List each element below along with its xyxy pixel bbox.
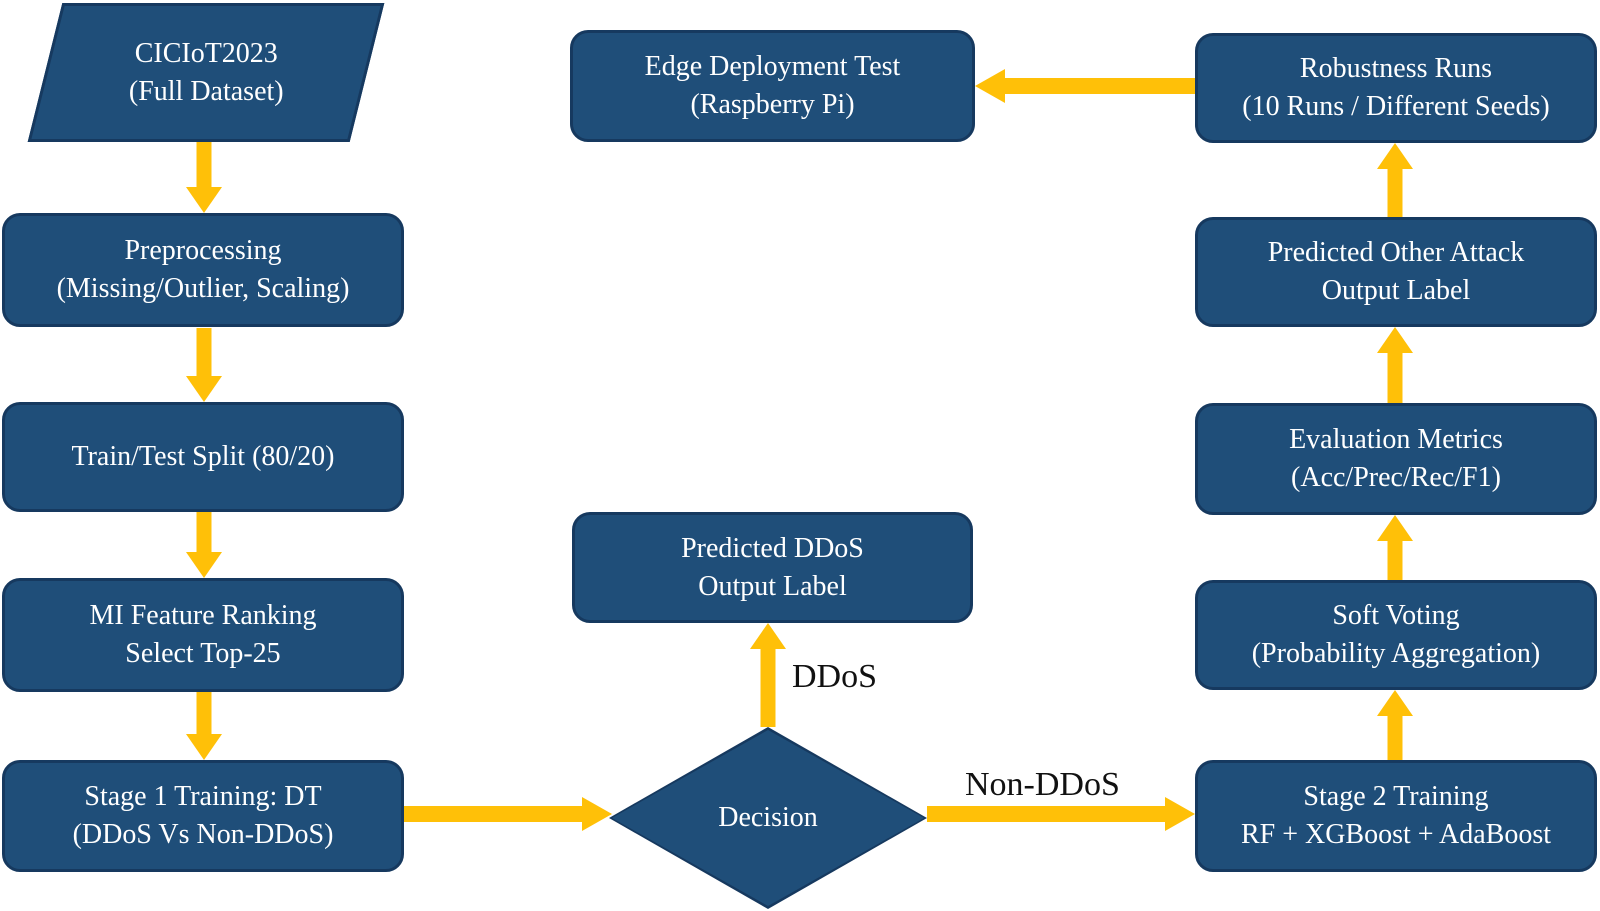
arrow-shaft	[760, 647, 776, 727]
arrow-shaft	[196, 328, 212, 378]
arrow-shaft	[1387, 167, 1403, 217]
node-stage1-training-line1: Stage 1 Training: DT	[84, 781, 322, 812]
node-predicted-other-line1: Predicted Other Attack	[1267, 237, 1525, 268]
node-dataset-content: CICIoT2023 (Full Dataset)	[129, 35, 284, 111]
arrow-shaft	[1387, 539, 1403, 580]
node-robustness-line2: (10 Runs / Different Seeds)	[1242, 91, 1550, 122]
node-predicted-other-attack: Predicted Other Attack Output Label	[1195, 217, 1597, 327]
arrow-dataset-to-preprocessing	[186, 142, 222, 213]
arrow-shaft	[1387, 351, 1403, 403]
arrow-head-up-icon	[1377, 143, 1413, 169]
node-predicted-ddos-line1: Predicted DDoS	[681, 532, 864, 564]
node-preprocessing-line2: (Missing/Outlier, Scaling)	[56, 273, 350, 304]
node-preprocessing-line1: Preprocessing	[124, 235, 282, 266]
node-stage2-training-line1: Stage 2 Training	[1303, 781, 1489, 812]
node-decision-label: Decision	[718, 802, 818, 833]
node-stage2-training: Stage 2 Training RF + XGBoost + AdaBoost	[1195, 760, 1597, 872]
arrow-head-up-icon	[1377, 515, 1413, 541]
arrow-head-right-icon	[582, 797, 612, 831]
arrow-shaft	[196, 512, 212, 554]
node-decision-diamond-fill: Decision	[612, 730, 924, 906]
arrow-shaft	[196, 692, 212, 736]
arrow-shaft	[927, 806, 1169, 822]
arrow-head-up-icon	[1377, 327, 1413, 353]
arrow-stage1-to-decision	[404, 797, 612, 831]
node-predicted-other-line2: Output Label	[1321, 275, 1471, 306]
node-evaluation-metrics: Evaluation Metrics (Acc/Prec/Rec/F1)	[1195, 403, 1597, 515]
edge-label-ddos: DDoS	[792, 658, 878, 695]
arrow-shaft	[1001, 78, 1195, 94]
node-edge-deployment-test: Edge Deployment Test (Raspberry Pi)	[570, 30, 975, 142]
node-soft-voting-line2: (Probability Aggregation)	[1251, 638, 1541, 669]
arrow-shaft	[196, 142, 212, 189]
node-dataset-line1: CICIoT2023	[134, 37, 278, 69]
arrow-head-right-icon	[1165, 797, 1195, 831]
node-mi-ranking-line2: Select Top-25	[125, 638, 281, 669]
arrow-evaluation-to-predicted-other	[1377, 327, 1413, 403]
node-predicted-ddos: Predicted DDoS Output Label	[572, 512, 973, 623]
node-stage1-training-line2: (DDoS Vs Non-DDoS)	[72, 819, 334, 850]
edge-label-non-ddos: Non-DDoS	[965, 766, 1120, 803]
node-decision-diamond: Decision	[609, 727, 927, 909]
arrow-decision-to-predicted-ddos	[750, 623, 786, 727]
node-mi-ranking-line1: MI Feature Ranking	[89, 600, 317, 631]
node-edge-deployment-line1: Edge Deployment Test	[644, 51, 901, 82]
node-soft-voting-line1: Soft Voting	[1332, 600, 1460, 631]
node-edge-deployment-line2: (Raspberry Pi)	[690, 89, 855, 120]
node-train-test-split: Train/Test Split (80/20)	[2, 402, 404, 512]
node-evaluation-line1: Evaluation Metrics	[1289, 424, 1503, 455]
node-train-test-split-line1: Train/Test Split (80/20)	[71, 441, 335, 472]
arrow-head-down-icon	[186, 552, 222, 578]
node-robustness-line1: Robustness Runs	[1299, 53, 1493, 84]
node-soft-voting: Soft Voting (Probability Aggregation)	[1195, 580, 1597, 690]
arrow-head-down-icon	[186, 376, 222, 402]
arrow-decision-to-stage2	[927, 797, 1195, 831]
node-predicted-ddos-line2: Output Label	[698, 570, 847, 602]
node-stage1-training: Stage 1 Training: DT (DDoS Vs Non-DDoS)	[2, 760, 404, 872]
arrow-head-left-icon	[975, 69, 1005, 103]
node-preprocessing: Preprocessing (Missing/Outlier, Scaling)	[2, 213, 404, 327]
arrow-head-down-icon	[186, 734, 222, 760]
arrow-robustness-to-edge-test	[975, 69, 1195, 103]
node-robustness-runs: Robustness Runs (10 Runs / Different See…	[1195, 33, 1597, 143]
arrow-mi-ranking-to-stage1	[186, 692, 222, 760]
arrow-soft-voting-to-evaluation	[1377, 515, 1413, 580]
node-mi-ranking: MI Feature Ranking Select Top-25	[2, 578, 404, 692]
node-dataset: CICIoT2023 (Full Dataset)	[27, 3, 385, 142]
node-dataset-line2: (Full Dataset)	[128, 75, 284, 107]
arrow-head-up-icon	[750, 623, 786, 649]
arrow-head-down-icon	[186, 187, 222, 213]
node-stage2-training-line2: RF + XGBoost + AdaBoost	[1240, 819, 1552, 850]
arrow-preprocessing-to-split	[186, 328, 222, 402]
arrow-split-to-mi-ranking	[186, 512, 222, 578]
arrow-predicted-other-to-robustness	[1377, 143, 1413, 217]
arrow-shaft	[404, 806, 586, 822]
arrow-head-up-icon	[1377, 690, 1413, 716]
arrow-stage2-to-soft-voting	[1377, 690, 1413, 760]
arrow-shaft	[1387, 714, 1403, 760]
node-evaluation-line2: (Acc/Prec/Rec/F1)	[1291, 462, 1501, 493]
